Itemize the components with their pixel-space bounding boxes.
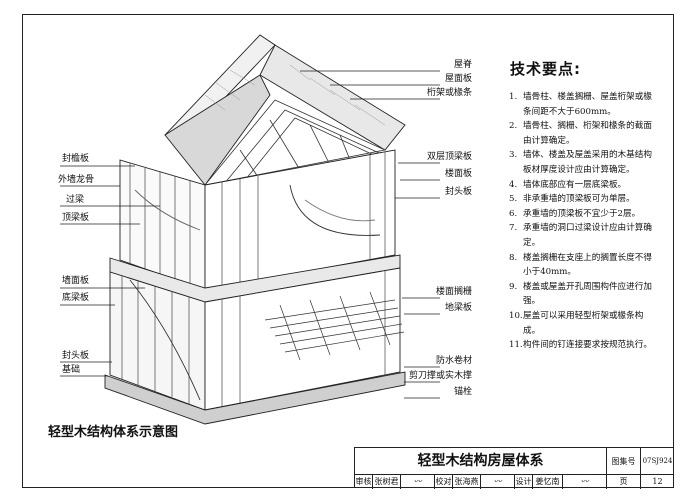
- title-block: 轻型木结构房屋体系 图集号 07SJ924 审核 张树君 〰 校对 张海燕 〰 …: [354, 447, 674, 489]
- note-number: 6.: [509, 208, 518, 219]
- label-rim-board-right: 封头板: [444, 187, 472, 197]
- label-double-top-plate: 双层顶梁板: [426, 152, 472, 162]
- label-foundation: 基础: [62, 365, 81, 375]
- proofer-signature: 〰: [481, 475, 515, 489]
- label-rim-board-left: 封头板: [62, 351, 90, 361]
- label-ridge: 屋脊: [453, 60, 472, 70]
- note-item: 9. 楼盖或屋盖开孔周围构件应进行加强。: [509, 280, 659, 309]
- note-item: 7. 承重墙的洞口过梁设计应由计算确定。: [509, 221, 659, 250]
- note-item: 10.屋盖可以采用轻型桁架或椽条构成。: [509, 309, 659, 338]
- reviewer-name: 张树君: [373, 475, 401, 489]
- note-number: 1.: [509, 92, 518, 102]
- note-item: 4. 墙体底部应有一层底梁板。: [509, 178, 659, 193]
- page-number: 12: [652, 477, 663, 486]
- label-sill-plate: 地梁板: [444, 303, 472, 313]
- note-item: 3. 墙体、楼盖及屋盖采用的木基结构板材厚度设计应由计算确定。: [509, 148, 659, 177]
- note-text: 墙体底部应有一层底梁板。: [523, 179, 627, 190]
- note-item: 6. 承重墙的顶梁板不宜少于2层。: [509, 207, 659, 222]
- note-text: 承重墙的洞口过梁设计应由计算确定。: [523, 223, 652, 248]
- label-truss-or-rafter: 桁架或椽条: [426, 88, 472, 98]
- proofer-name: 张海燕: [453, 475, 481, 489]
- atlas-number-label: 图集号: [607, 448, 641, 475]
- label-header: 过梁: [66, 195, 85, 205]
- label-bridging: 剪刀撑或实木撑: [408, 371, 472, 381]
- design-label: 设计: [515, 475, 533, 489]
- atlas-number: 07SJ924: [641, 448, 674, 475]
- note-number: 9.: [509, 281, 518, 292]
- note-item: 5. 非承重墙的顶梁板可为单层。: [509, 192, 659, 207]
- note-number: 7.: [509, 223, 518, 234]
- note-number: 2.: [509, 121, 518, 132]
- note-number: 3.: [509, 150, 518, 161]
- reviewer-signature: 〰: [401, 475, 435, 489]
- label-exterior-stud: 外墙龙骨: [58, 175, 95, 185]
- label-floor-joist: 楼面搁栅: [435, 287, 472, 297]
- note-item: 8. 楼盖搁栅在支座上的搁置长度不得小于40mm。: [509, 251, 659, 280]
- note-text: 构件间的钉连接要求按规范执行。: [523, 340, 652, 351]
- note-text: 墙体、楼盖及屋盖采用的木基结构板材厚度设计应由计算确定。: [523, 150, 652, 175]
- note-text: 承重墙的顶梁板不宜少于2层。: [523, 208, 641, 219]
- note-text: 楼盖搁栅在支座上的搁置长度不得小于40mm。: [523, 252, 652, 278]
- sheet-border: [22, 14, 674, 488]
- label-floor-sheathing: 楼面板: [444, 169, 472, 179]
- note-number: 11.: [509, 340, 523, 351]
- review-label: 审核: [355, 475, 373, 489]
- label-roof-sheathing: 屋面板: [444, 74, 472, 84]
- label-fascia-board: 封檐板: [62, 154, 90, 164]
- label-top-plate: 顶梁板: [62, 213, 90, 223]
- note-text: 墙骨柱、搁栅、桁架和椽条的截面由计算确定。: [523, 121, 652, 146]
- note-item: 2. 墙骨柱、搁栅、桁架和椽条的截面由计算确定。: [509, 119, 659, 148]
- technical-notes-list: 1. 墙骨柱、楼盖搁栅、屋盖桁架或椽条间距不大于600mm。 2. 墙骨柱、搁栅、桁…: [509, 90, 659, 353]
- page-label: 页: [607, 475, 641, 489]
- note-number: 10.: [509, 310, 523, 321]
- label-anchor-bolt: 锚栓: [453, 387, 472, 397]
- note-item: 11.构件间的钉连接要求按规范执行。: [509, 338, 659, 353]
- drawing-title: 轻型木结构房屋体系: [355, 448, 607, 475]
- figure-caption: 轻型木结构体系示意图: [48, 425, 179, 440]
- note-text: 墙骨柱、楼盖搁栅、屋盖桁架或椽条间距不大于600mm。: [523, 92, 652, 117]
- label-bottom-plate: 底梁板: [62, 293, 90, 303]
- designer-name: 姜忆南: [533, 475, 563, 489]
- note-item: 1. 墙骨柱、楼盖搁栅、屋盖桁架或椽条间距不大于600mm。: [509, 90, 659, 119]
- note-text: 屋盖可以采用轻型桁架或椽条构成。: [523, 310, 644, 336]
- notes-title: 技术要点:: [510, 60, 581, 78]
- proof-label: 校对: [435, 475, 453, 489]
- note-number: 8.: [509, 252, 518, 263]
- label-waterproof-membrane: 防水卷材: [435, 356, 472, 366]
- note-number: 5.: [509, 194, 518, 205]
- designer-signature: 〰: [563, 475, 607, 489]
- note-text: 非承重墙的顶梁板可为单层。: [523, 194, 635, 205]
- house-isometric-drawing: [104, 34, 406, 425]
- note-text: 楼盖或屋盖开孔周围构件应进行加强。: [523, 281, 652, 307]
- note-number: 4.: [509, 179, 518, 190]
- label-wall-sheathing: 墙面板: [62, 276, 90, 286]
